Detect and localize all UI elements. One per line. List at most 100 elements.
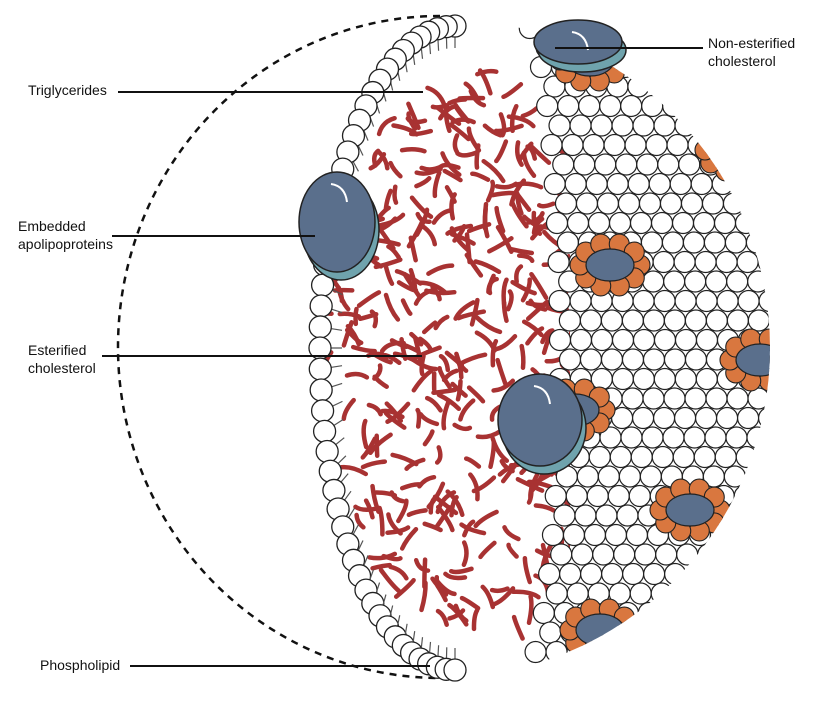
phospholipid-head bbox=[591, 330, 612, 351]
phospholipid-head bbox=[712, 174, 733, 195]
phospholipid-head bbox=[769, 388, 790, 409]
phospholipid-head bbox=[733, 174, 754, 195]
triglyceride-chain bbox=[441, 165, 458, 167]
phospholipid-head bbox=[716, 252, 737, 273]
phospholipid-head bbox=[696, 115, 717, 136]
phospholipid-head bbox=[310, 379, 332, 401]
phospholipid-head bbox=[674, 252, 695, 273]
phospholipid-head bbox=[631, 447, 652, 468]
phospholipid-head bbox=[724, 466, 745, 487]
phospholipid-head bbox=[562, 135, 583, 156]
phospholipid-head bbox=[721, 154, 742, 175]
triglyceride-chain bbox=[496, 126, 521, 131]
phospholipid-head bbox=[640, 466, 661, 487]
phospholipid-head bbox=[633, 369, 654, 390]
phospholipid-head bbox=[691, 174, 712, 195]
phospholipid-head bbox=[597, 193, 618, 214]
phospholipid-head bbox=[679, 154, 700, 175]
phospholipid-head bbox=[744, 193, 765, 214]
phospholipid-head bbox=[757, 447, 778, 468]
phospholipid-head bbox=[566, 486, 587, 507]
phospholipid-head bbox=[717, 408, 738, 429]
phospholipid-head bbox=[595, 154, 616, 175]
phospholipid-head bbox=[780, 330, 801, 351]
phospholipid-head bbox=[558, 96, 579, 117]
phospholipid-head bbox=[683, 232, 704, 253]
triglyceride-chain bbox=[438, 611, 447, 625]
triglyceride-chain bbox=[388, 247, 398, 258]
triglyceride-chain bbox=[344, 400, 354, 419]
triglyceride-chain bbox=[422, 583, 426, 610]
triglyceride-chain bbox=[529, 597, 531, 623]
phospholipid-head bbox=[572, 544, 593, 565]
cholesterol-molecule bbox=[734, 119, 754, 139]
triglyceride-chain bbox=[391, 163, 401, 176]
phospholipid-head bbox=[664, 349, 685, 370]
phospholipid-head bbox=[685, 310, 706, 331]
phospholipid-head bbox=[557, 232, 578, 253]
phospholipid-head bbox=[715, 447, 736, 468]
triglyceride-chain bbox=[451, 569, 471, 572]
phospholipid-head bbox=[684, 427, 705, 448]
phospholipid-head bbox=[589, 447, 610, 468]
phospholipid-head bbox=[686, 564, 707, 585]
triglyceride-chain bbox=[434, 210, 451, 222]
phospholipid-head bbox=[731, 525, 752, 546]
triglyceride-chain bbox=[508, 292, 511, 310]
phospholipid-head bbox=[685, 349, 706, 370]
phospholipid-head bbox=[589, 213, 610, 234]
phospholipid-head bbox=[758, 252, 779, 273]
phospholipid-head bbox=[601, 310, 622, 331]
phospholipid-head bbox=[673, 447, 694, 468]
phospholipid-head bbox=[694, 447, 715, 468]
phospholipid-head bbox=[537, 96, 558, 117]
triglyceride-chain bbox=[428, 266, 452, 274]
phospholipid-head bbox=[652, 213, 673, 234]
phospholipid-head bbox=[664, 388, 685, 409]
triglyceride-chain bbox=[372, 312, 376, 327]
triglyceride-chain bbox=[469, 388, 483, 402]
phospholipid-head bbox=[706, 310, 727, 331]
phospholipid-head bbox=[790, 388, 811, 409]
phospholipid-head bbox=[628, 76, 649, 97]
phospholipid-head bbox=[319, 460, 341, 482]
triglyceride-chain bbox=[467, 235, 470, 263]
triglyceride-chain bbox=[523, 108, 537, 116]
phospholipid-head bbox=[675, 369, 696, 390]
phospholipid-head bbox=[725, 232, 746, 253]
leader-line-non-esterified bbox=[555, 47, 703, 49]
phospholipid-head bbox=[629, 486, 650, 507]
triglyceride-chain bbox=[381, 570, 399, 591]
cholesterol-molecule bbox=[774, 337, 794, 357]
phospholipid-head bbox=[748, 310, 769, 331]
phospholipid-head bbox=[622, 310, 643, 331]
phospholipid-head bbox=[643, 271, 664, 292]
surface-protein bbox=[666, 494, 714, 526]
triglyceride-chain bbox=[492, 589, 507, 591]
phospholipid-head bbox=[565, 174, 586, 195]
phospholipid-head bbox=[737, 252, 758, 273]
triglyceride-chain bbox=[375, 377, 387, 387]
phospholipid-head bbox=[587, 486, 608, 507]
phospholipid-head bbox=[577, 466, 598, 487]
triglyceride-chain bbox=[529, 484, 531, 502]
phospholipid-head bbox=[622, 388, 643, 409]
phospholipid-head bbox=[309, 316, 331, 338]
triglyceride-chain bbox=[504, 84, 521, 97]
phospholipid-head bbox=[553, 154, 574, 175]
phospholipid-head bbox=[608, 486, 629, 507]
phospholipid-head bbox=[664, 271, 685, 292]
phospholipid-head bbox=[540, 622, 561, 643]
leader-line-apolipoproteins bbox=[112, 235, 315, 237]
triglyceride-chain bbox=[470, 475, 477, 500]
phospholipid-head bbox=[544, 174, 565, 195]
phospholipid-head bbox=[706, 271, 727, 292]
phospholipid-head bbox=[312, 400, 334, 422]
phospholipid-head bbox=[551, 544, 572, 565]
phospholipid-head bbox=[539, 564, 560, 585]
phospholipid-head bbox=[658, 154, 679, 175]
phospholipid-head bbox=[769, 310, 790, 331]
triglyceride-chain bbox=[377, 436, 378, 456]
triglyceride-chain bbox=[455, 135, 457, 152]
triglyceride-chain bbox=[466, 459, 479, 467]
